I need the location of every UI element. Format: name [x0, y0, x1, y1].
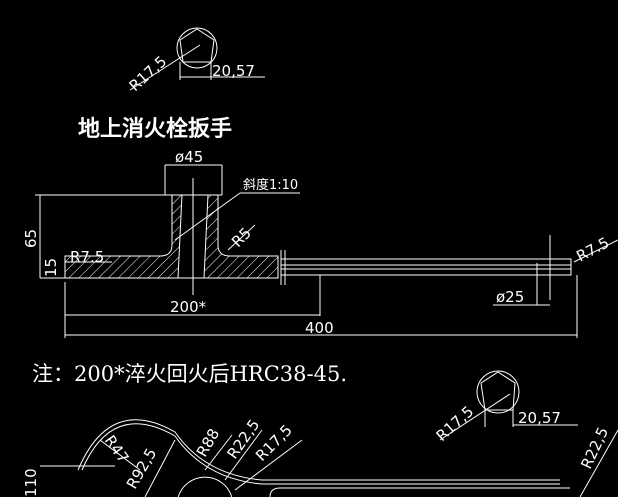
bottom-width-label: 20,57 — [518, 409, 561, 427]
total-length-label: 400 — [305, 319, 334, 337]
plan-height-label: 110 — [22, 468, 40, 497]
bottom-radius-label: R17,5 — [433, 402, 478, 445]
bore-diameter-label: ø45 — [175, 148, 203, 166]
taper-label: 斜度1:10 — [243, 177, 298, 193]
plan-r22b-label: R22,5 — [577, 424, 612, 471]
top-width-label: 20,57 — [212, 62, 255, 80]
thickness-label: 15 — [42, 258, 60, 277]
section-view: ø45 斜度1:10 65 15 R7.5 R5 R7.5 ø25 200* 4… — [22, 148, 618, 338]
left-radius-label: R7.5 — [70, 248, 104, 266]
hardened-length-label: 200* — [170, 298, 207, 316]
plan-r88-label: R88 — [193, 425, 223, 460]
height-label: 65 — [22, 229, 40, 248]
bottom-hex-detail: R17,5 20,57 — [433, 370, 578, 445]
end-radius-label: R7.5 — [573, 234, 612, 266]
drawing-title: 地上消火栓扳手 — [78, 117, 232, 142]
plan-view: R47 R92,5 R88 R22,5 R17,5 R22,5 110 — [22, 416, 618, 497]
top-hex-detail: R17,5 20,57 — [126, 27, 265, 95]
hub-arc — [177, 476, 233, 497]
top-radius-label: R17,5 — [126, 52, 171, 95]
rod-diameter-label: ø25 — [496, 288, 524, 306]
heat-treatment-note: 注：200*淬火回火后HRC38-45. — [32, 362, 347, 386]
